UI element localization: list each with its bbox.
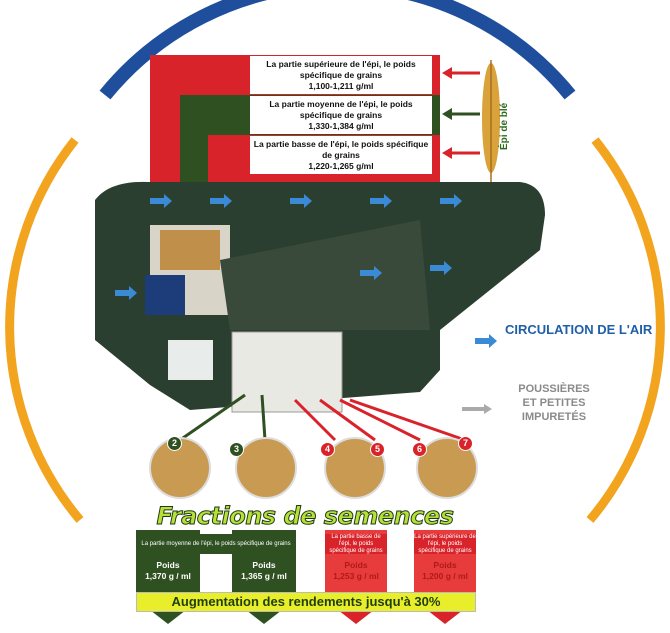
air-legend-arrow <box>475 334 497 348</box>
weight-label: Poids <box>433 560 457 570</box>
blue-arc <box>99 0 576 100</box>
weight-label: Poids <box>252 560 276 570</box>
fraction-desc: La partie supérieure de l'épi, le poids … <box>414 533 476 554</box>
section-text: La partie basse de l'épi, le poids spéci… <box>253 138 429 160</box>
middle-section-info: La partie moyenne de l'épi, le poids spé… <box>250 96 432 134</box>
outlet-tubes <box>231 331 343 413</box>
outlet-number: 2 <box>167 436 182 451</box>
dust-label: POUSSIÈRES ET PETITES IMPURETÉS <box>518 383 590 423</box>
weight-label: Poids <box>156 560 180 570</box>
outlet-lines <box>179 393 466 442</box>
air-flow-arrows <box>115 194 462 300</box>
outlet-number: 7 <box>458 436 473 451</box>
left-orange-arc <box>5 137 84 523</box>
air-circulation-label: CIRCULATION DE L'AIR <box>505 322 653 337</box>
section-text: La partie moyenne de l'épi, le poids spé… <box>269 98 413 120</box>
section-value: 1,100-1,211 g/ml <box>308 80 374 91</box>
section-text: La partie supérieure de l'épi, le poids … <box>266 58 416 80</box>
outlet-number: 6 <box>412 442 427 457</box>
outlet-number: 4 <box>320 442 335 457</box>
wheat-ear-icon <box>482 60 500 185</box>
weight-label: Poids <box>344 560 368 570</box>
fractions-title: Fractions de semences <box>156 502 454 531</box>
weight-value: 1,370 g / ml <box>145 571 191 581</box>
section-value: 1,220-1,265 g/ml <box>308 160 374 171</box>
section-value: 1,330-1,384 g/ml <box>308 120 374 131</box>
grain-samples <box>149 437 478 499</box>
separation-chamber <box>220 220 430 330</box>
grain-hopper <box>160 230 220 270</box>
right-orange-arc <box>586 137 665 523</box>
weight-value: 1,365 g / ml <box>241 571 287 581</box>
section-arrows <box>442 67 480 159</box>
fan <box>145 275 185 315</box>
outlet-number: 5 <box>370 442 385 457</box>
weight-value: 1,200 g / ml <box>422 571 468 581</box>
weight-value: 1,253 g / ml <box>333 571 379 581</box>
fraction-desc: La partie basse de l'épi, le poids spéci… <box>325 534 387 554</box>
yield-banner: Augmentation des rendements jusqu'à 30% <box>136 592 476 612</box>
control-panel <box>168 340 213 380</box>
lower-section-info: La partie basse de l'épi, le poids spéci… <box>250 136 432 174</box>
ear-label: Épi de blé <box>499 102 510 150</box>
fraction-desc: La partie moyenne de l'épi, le poids spé… <box>136 534 296 554</box>
upper-section-info: La partie supérieure de l'épi, le poids … <box>250 56 432 94</box>
outlet-number: 3 <box>229 442 244 457</box>
dust-legend-arrow <box>462 404 492 414</box>
